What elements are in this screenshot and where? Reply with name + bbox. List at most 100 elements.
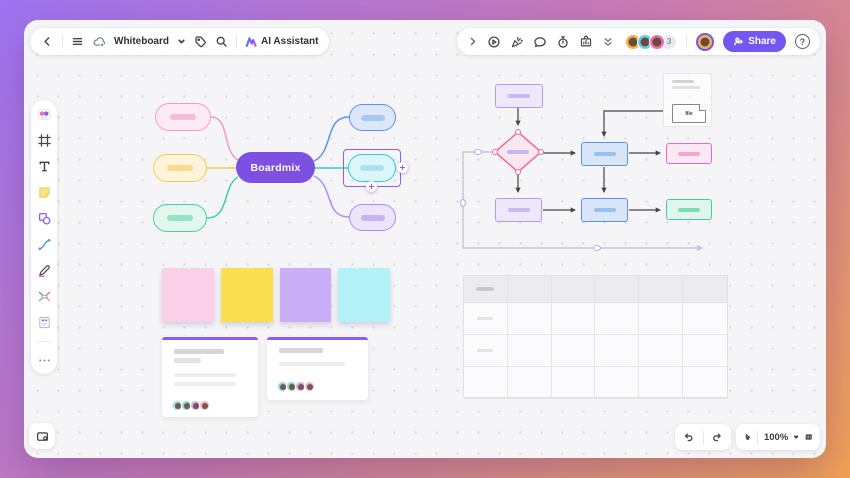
file-icon[interactable]: file — [672, 104, 706, 123]
table-cell[interactable] — [595, 335, 640, 367]
flow-node-green[interactable] — [666, 199, 712, 220]
task-card-2[interactable] — [267, 337, 368, 400]
flow-node-blue-mid[interactable] — [581, 142, 628, 166]
table-cell[interactable] — [683, 303, 727, 335]
share-button[interactable]: Share — [723, 31, 786, 52]
task-card-1[interactable] — [162, 337, 258, 417]
flow-node-blue-bottom[interactable] — [581, 198, 628, 222]
cursor-tool-icon[interactable] — [744, 430, 751, 444]
mindmap-branches[interactable] — [206, 116, 350, 219]
title-placeholder-bar — [279, 348, 323, 353]
table-header-cell[interactable] — [551, 276, 596, 303]
table-cell[interactable] — [551, 303, 596, 335]
table-cell[interactable] — [464, 367, 508, 399]
avatar — [199, 400, 210, 411]
add-child-node-button[interactable] — [397, 162, 408, 173]
collapse-chevron-icon[interactable] — [467, 36, 478, 47]
mindmap-node-pink[interactable] — [155, 103, 211, 131]
more-tools-icon[interactable] — [37, 353, 52, 368]
add-frame-button[interactable] — [29, 423, 55, 449]
table-header-cell[interactable] — [639, 276, 684, 303]
sticky-note-cyan[interactable] — [338, 268, 390, 322]
table-header-cell[interactable] — [683, 276, 727, 303]
whiteboard-table[interactable] — [463, 275, 728, 399]
table-cell[interactable] — [551, 367, 596, 399]
table-cell[interactable] — [507, 335, 552, 367]
connector-tool-icon[interactable] — [37, 237, 52, 252]
templates-tool-icon[interactable] — [36, 107, 52, 122]
mindmap-center-node[interactable]: Boardmix — [236, 152, 315, 183]
play-demo-icon[interactable] — [487, 35, 501, 49]
table-cell[interactable] — [683, 335, 727, 367]
sticky-note-yellow[interactable] — [221, 268, 273, 322]
table-cell[interactable] — [464, 303, 508, 335]
back-chevron-icon[interactable] — [41, 35, 54, 48]
table-header-cell[interactable] — [507, 276, 552, 303]
table-cell[interactable] — [683, 367, 727, 399]
table-header-cell[interactable] — [595, 276, 640, 303]
table-header-cell[interactable] — [464, 276, 508, 303]
flow-node-purple-bottom[interactable] — [495, 198, 542, 222]
shapes-tool-icon[interactable] — [37, 211, 52, 226]
subtitle-placeholder-bar — [174, 358, 201, 363]
mindmap-node-blue[interactable] — [349, 104, 396, 131]
table-cell[interactable] — [507, 367, 552, 399]
pen-tool-icon[interactable] — [37, 263, 52, 278]
table-cell[interactable] — [507, 303, 552, 335]
table-cell[interactable] — [639, 367, 684, 399]
table-cell[interactable] — [595, 303, 640, 335]
table-cell[interactable] — [595, 367, 640, 399]
double-chevron-down-icon[interactable] — [602, 36, 614, 48]
help-button[interactable]: ? — [795, 34, 810, 49]
celebrate-icon[interactable] — [510, 35, 524, 49]
menu-icon[interactable] — [71, 35, 84, 48]
board-name[interactable]: Whiteboard — [114, 36, 169, 47]
kanban-tool-icon[interactable] — [37, 315, 52, 330]
timer-icon[interactable] — [556, 35, 570, 49]
collaborator-avatar[interactable] — [649, 33, 666, 50]
share-label: Share — [748, 36, 776, 47]
collaborator-avatars[interactable]: 3 — [625, 33, 678, 50]
flow-arrows[interactable] — [515, 108, 663, 213]
mindmap-node-cyan-selected[interactable] — [348, 154, 396, 182]
undo-icon[interactable] — [683, 430, 695, 444]
card-avatar-group — [172, 400, 210, 411]
tag-icon[interactable] — [194, 35, 207, 48]
cell-placeholder-bar — [477, 349, 494, 352]
table-cell[interactable] — [464, 335, 508, 367]
ai-assistant-button[interactable]: AI Assistant — [261, 36, 319, 47]
mindmap-node-yellow[interactable] — [153, 154, 207, 182]
zoom-chevron-icon[interactable] — [794, 433, 798, 441]
minimap-icon[interactable] — [805, 430, 812, 444]
sticky-note-pink[interactable] — [162, 268, 214, 322]
mindmap-node-green[interactable] — [153, 204, 207, 232]
diamond-handles[interactable] — [492, 129, 544, 175]
add-sibling-node-button[interactable] — [366, 181, 377, 192]
charts-icon[interactable] — [579, 35, 593, 49]
divider — [62, 35, 63, 48]
connector-layer — [206, 108, 704, 252]
cell-placeholder-bar — [477, 317, 494, 320]
comment-icon[interactable] — [533, 35, 547, 49]
zoom-level[interactable]: 100% — [763, 431, 789, 443]
table-cell[interactable] — [639, 335, 684, 367]
table-cell[interactable] — [639, 303, 684, 335]
mindmap-node-purple[interactable] — [349, 204, 396, 231]
flow-node-pink[interactable] — [666, 143, 712, 164]
table-cell[interactable] — [551, 335, 596, 367]
text-tool-icon[interactable] — [37, 159, 52, 174]
sticky-note-tool-icon[interactable] — [37, 185, 52, 200]
own-avatar[interactable] — [696, 32, 715, 51]
sticky-note-purple[interactable] — [280, 268, 331, 322]
connector-handles[interactable] — [460, 149, 601, 251]
divider — [37, 341, 51, 342]
redo-icon[interactable] — [711, 430, 723, 444]
frame-tool-icon[interactable] — [37, 133, 52, 148]
node-placeholder-bar — [678, 151, 700, 156]
flow-node-purple-top[interactable] — [495, 84, 543, 108]
ai-logo-icon — [245, 36, 257, 48]
chevron-down-icon[interactable] — [177, 37, 186, 46]
file-attachment-card[interactable]: file — [663, 73, 712, 127]
search-icon[interactable] — [215, 35, 228, 48]
mindmap-tool-icon[interactable] — [37, 289, 52, 304]
